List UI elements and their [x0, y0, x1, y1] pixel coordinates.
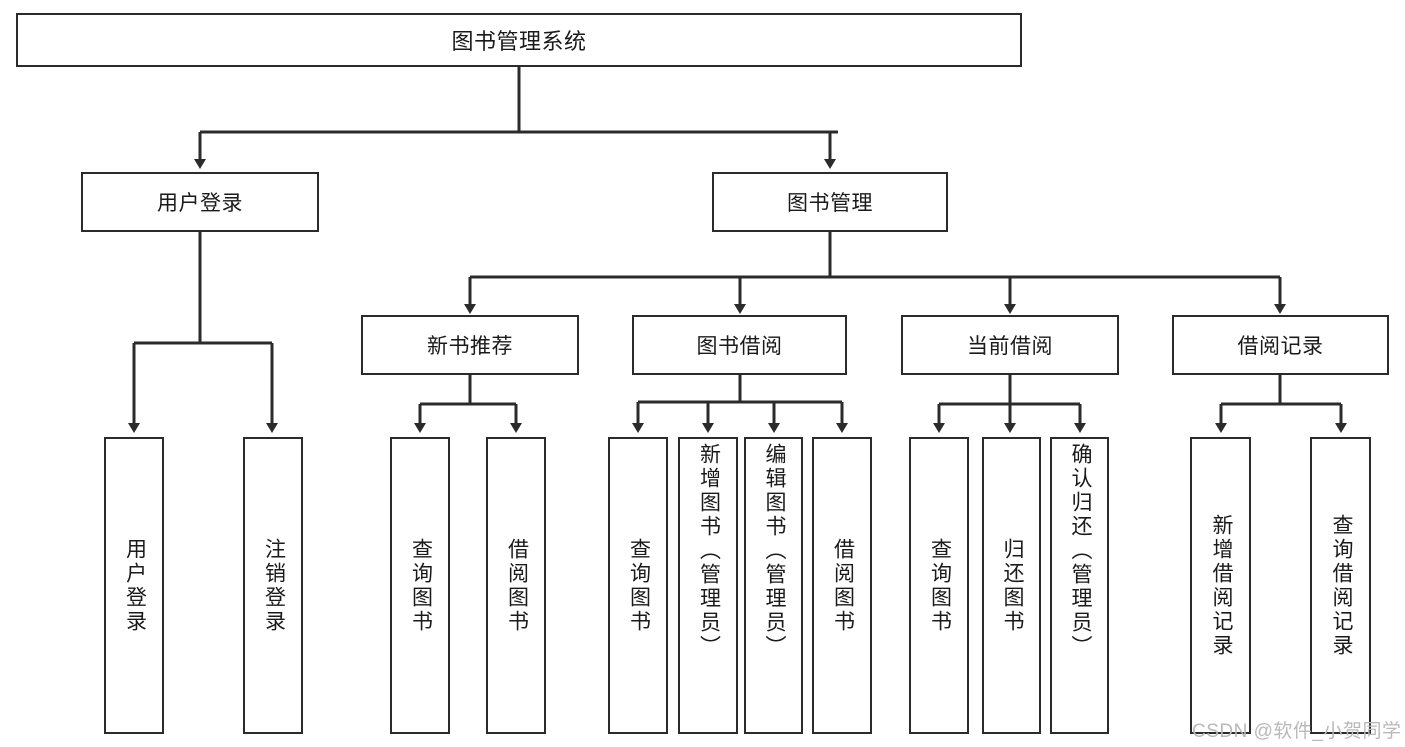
node-user-login-label: 用户登录	[157, 192, 243, 215]
leaf-node[interactable]: 确认归还（管理员）	[1050, 437, 1109, 734]
node-book-management-label: 图书管理	[787, 192, 873, 215]
leaf-node[interactable]: 编辑图书（管理员）	[744, 437, 803, 734]
leaf-node[interactable]: 查询图书	[390, 437, 450, 734]
leaf-node[interactable]: 查询图书	[608, 437, 668, 734]
leaf-label: 编辑图书（管理员）	[762, 443, 786, 659]
leaf-label: 新增借阅记录	[1209, 513, 1233, 658]
leaf-label: 查询图书	[928, 537, 952, 634]
leaf-label: 借阅图书	[505, 537, 529, 634]
leaf-node[interactable]: 查询图书	[909, 437, 969, 734]
leaf-label: 查询借阅记录	[1329, 513, 1353, 658]
leaf-node[interactable]: 新增图书（管理员）	[678, 437, 738, 734]
leaf-label: 确认归还（管理员）	[1068, 443, 1092, 659]
leaf-label: 新增图书（管理员）	[697, 443, 721, 659]
leaf-node[interactable]: 查询借阅记录	[1310, 437, 1371, 734]
leaf-label: 查询图书	[409, 537, 433, 634]
leaf-node[interactable]: 注销登录	[243, 437, 303, 734]
leaf-label: 查询图书	[627, 537, 651, 634]
leaf-node[interactable]: 借阅图书	[486, 437, 546, 734]
leaf-node[interactable]: 归还图书	[982, 437, 1041, 734]
leaf-label: 用户登录	[123, 537, 147, 634]
node-book-management[interactable]: 图书管理	[712, 172, 948, 232]
node-current-borrow[interactable]: 当前借阅	[901, 315, 1119, 375]
leaf-node[interactable]: 借阅图书	[812, 437, 872, 734]
node-new-book-recommend-label: 新书推荐	[427, 335, 513, 358]
leaf-node[interactable]: 新增借阅记录	[1190, 437, 1251, 734]
node-new-book-recommend[interactable]: 新书推荐	[361, 315, 579, 375]
leaf-label: 借阅图书	[831, 537, 855, 634]
leaf-node[interactable]: 用户登录	[104, 437, 164, 734]
leaf-label: 归还图书	[1000, 537, 1024, 634]
node-current-borrow-label: 当前借阅	[967, 335, 1053, 358]
node-borrow-record-label: 借阅记录	[1237, 335, 1324, 358]
node-borrow-record[interactable]: 借阅记录	[1172, 315, 1389, 375]
node-root-label: 图书管理系统	[451, 29, 587, 54]
leaf-label: 注销登录	[262, 537, 286, 634]
node-user-login[interactable]: 用户登录	[81, 172, 319, 232]
watermark: CSDN @软件_小贺同学	[1192, 721, 1402, 742]
node-book-borrow[interactable]: 图书借阅	[632, 315, 847, 375]
node-book-borrow-label: 图书借阅	[696, 335, 783, 358]
node-root[interactable]: 图书管理系统	[16, 13, 1022, 67]
